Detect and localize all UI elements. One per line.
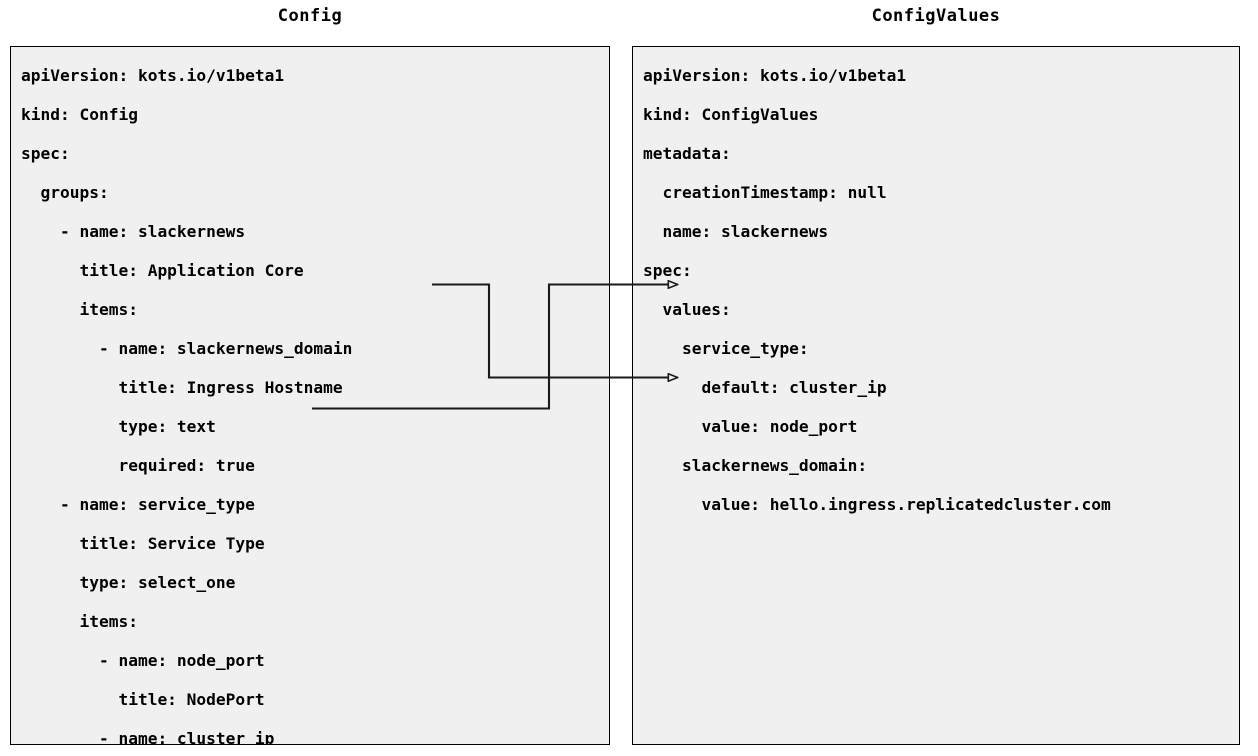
- config-yaml-line-9: type: text: [21, 417, 216, 436]
- config-yaml-line-6: items:: [21, 300, 138, 319]
- config-yaml-line-12: title: Service Type: [21, 534, 265, 553]
- configvalues-yaml-line-0: apiVersion: kots.io/v1beta1: [643, 66, 907, 85]
- config-panel-title: Config: [277, 6, 343, 26]
- config-yaml-code: apiVersion: kots.io/v1beta1 kind: Config s…: [11, 47, 353, 745]
- config-yaml-line-10: required: true: [21, 456, 255, 475]
- config-yaml-line-5: title: Application Core: [21, 261, 304, 280]
- config-yaml-line-2: spec:: [21, 144, 70, 163]
- config-yaml-line-1: kind: Config: [21, 105, 138, 124]
- config-yaml-line-13: type: select_one: [21, 573, 236, 592]
- configvalues-yaml-line-4: name: slackernews: [643, 222, 829, 241]
- config-yaml-panel: apiVersion: kots.io/v1beta1 kind: Config s…: [10, 46, 610, 745]
- configvalues-yaml-line-2: metadata:: [643, 144, 731, 163]
- configvalues-yaml-panel: apiVersion: kots.io/v1beta1 kind: ConfigV…: [632, 46, 1240, 745]
- configvalues-yaml-line-6: values:: [643, 300, 731, 319]
- config-yaml-line-7: - name: slackernews_domain: [21, 339, 353, 358]
- configvalues-yaml-line-8: default: cluster_ip: [643, 378, 887, 397]
- config-yaml-line-16: title: NodePort: [21, 690, 265, 709]
- configvalues-yaml-line-9: value: node_port: [643, 417, 858, 436]
- configvalues-yaml-line-3: creationTimestamp: null: [643, 183, 887, 202]
- config-yaml-line-14: items:: [21, 612, 138, 631]
- configvalues-yaml-line-10: slackernews_domain:: [643, 456, 868, 475]
- configvalues-yaml-line-11: value: hello.ingress.replicatedcluster.c…: [643, 495, 1111, 514]
- config-yaml-line-4: - name: slackernews: [21, 222, 246, 241]
- config-yaml-line-15: - name: node_port: [21, 651, 265, 670]
- configvalues-yaml-line-5: spec:: [643, 261, 692, 280]
- configvalues-yaml-code: apiVersion: kots.io/v1beta1 kind: ConfigV…: [633, 47, 1111, 524]
- config-yaml-line-3: groups:: [21, 183, 109, 202]
- configvalues-panel-title: ConfigValues: [871, 6, 1001, 26]
- config-yaml-line-17: - name: cluster_ip: [21, 729, 275, 745]
- configvalues-yaml-line-1: kind: ConfigValues: [643, 105, 819, 124]
- config-yaml-line-0: apiVersion: kots.io/v1beta1: [21, 66, 285, 85]
- config-yaml-line-8: title: Ingress Hostname: [21, 378, 343, 397]
- config-yaml-line-11: - name: service_type: [21, 495, 255, 514]
- configvalues-yaml-line-7: service_type:: [643, 339, 809, 358]
